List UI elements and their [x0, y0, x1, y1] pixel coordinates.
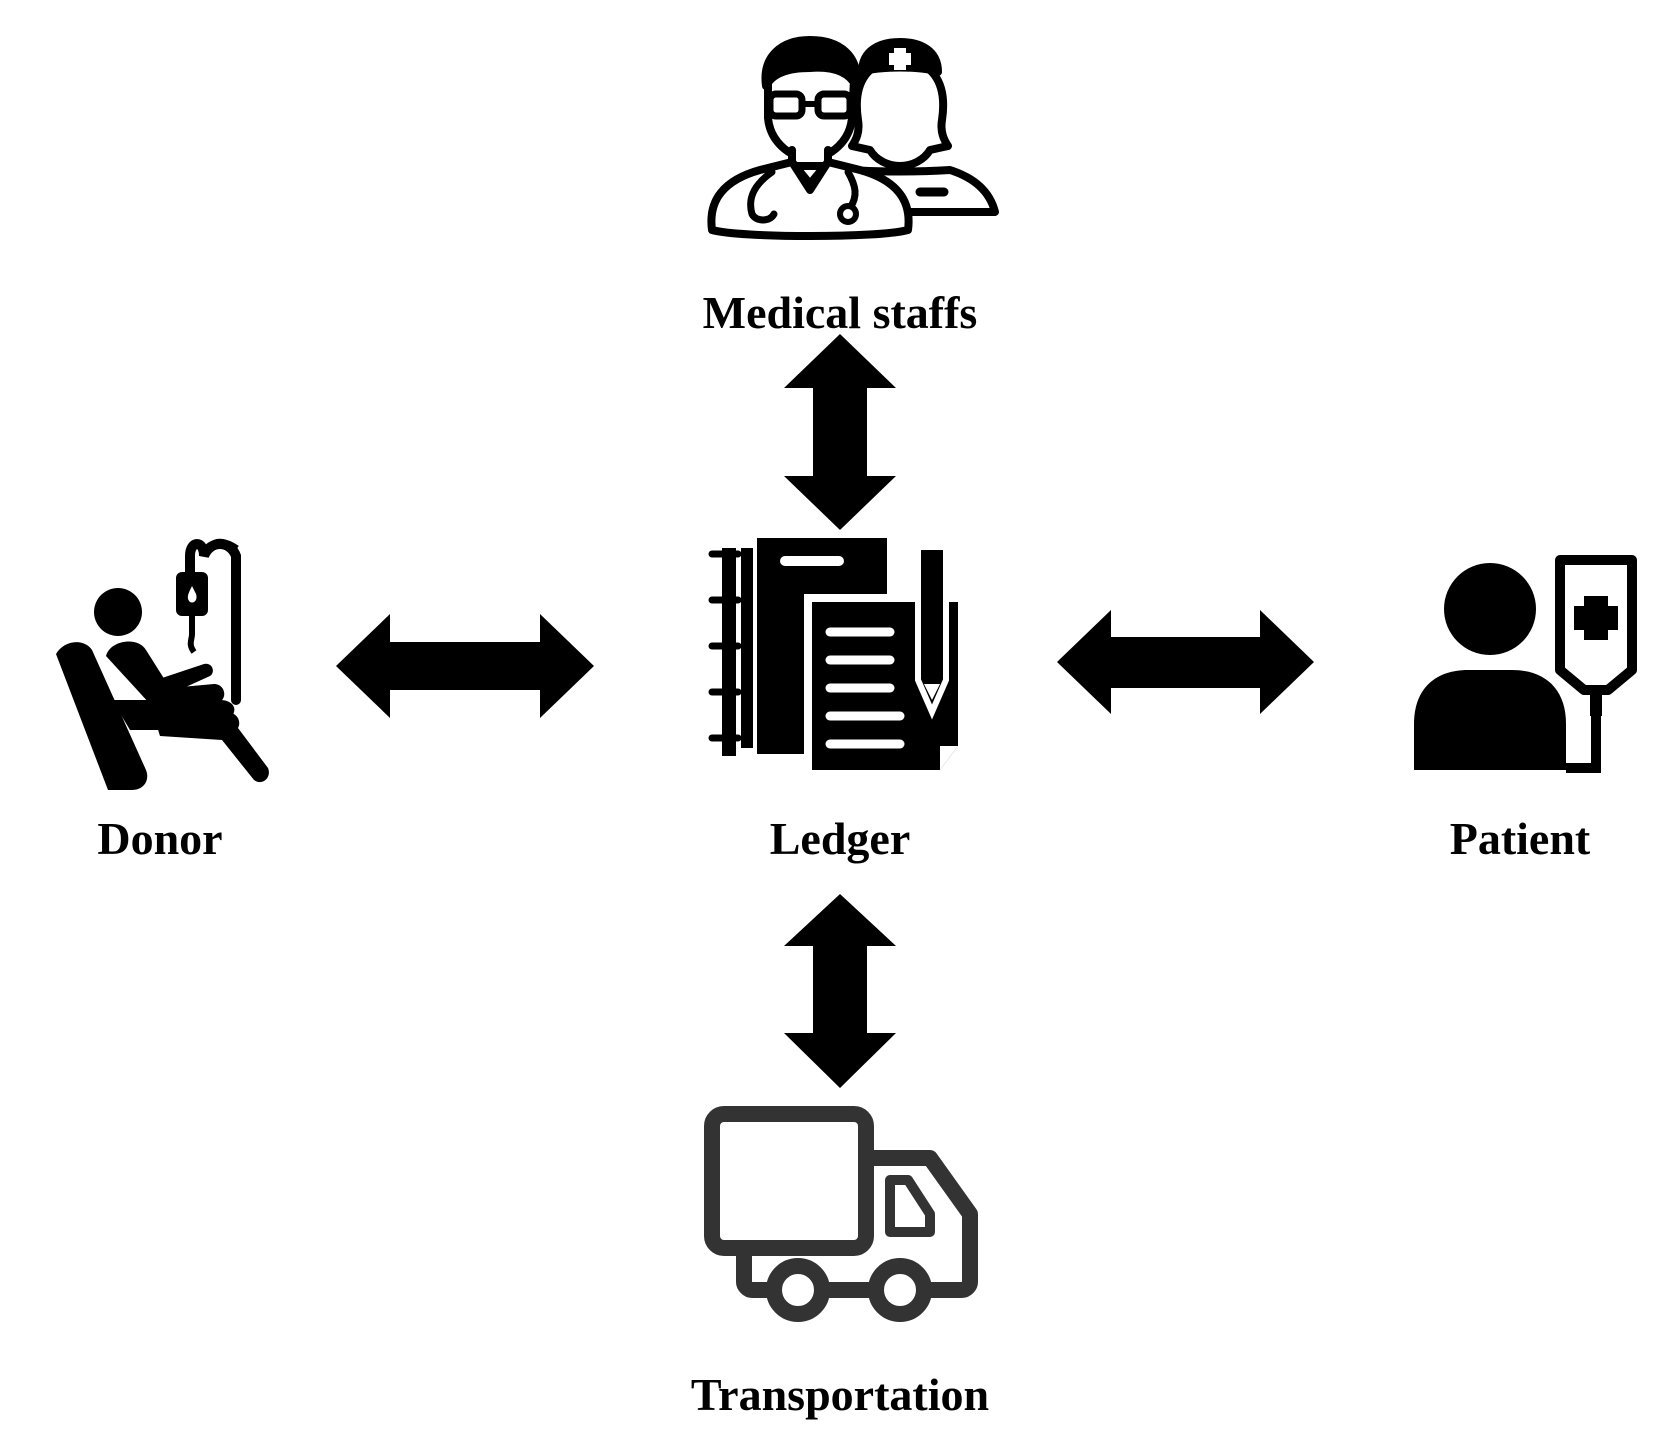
doctor-nurse-icon: [707, 36, 999, 240]
arrow-ledger-transportation: [784, 894, 896, 1088]
arrow-donor-ledger: [336, 614, 594, 718]
node-label-transportation: Transportation: [690, 1369, 990, 1420]
arrow-ledger-patient: [1057, 610, 1314, 714]
patient-iv-bag-icon: [1414, 555, 1637, 773]
doctor-figure: [707, 36, 913, 240]
ledger-documents-icon: [708, 537, 966, 778]
node-label-medical-staffs: Medical staffs: [702, 287, 978, 338]
node-label-donor: Donor: [97, 813, 223, 864]
blood-donor-chair-icon: [56, 538, 269, 790]
node-label-patient: Patient: [1449, 813, 1591, 864]
arrow-ledger-medical: [784, 334, 896, 530]
delivery-truck-icon: [704, 1106, 978, 1322]
node-label-ledger: Ledger: [769, 813, 911, 864]
